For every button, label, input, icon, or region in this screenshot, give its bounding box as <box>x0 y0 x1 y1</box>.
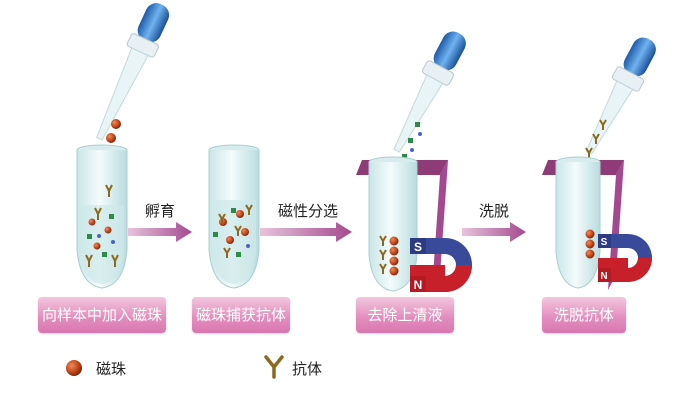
step-4-label: 洗脱抗体 <box>542 297 626 333</box>
captured-beads-icon <box>585 229 595 259</box>
step-1-label: 向样本中加入磁珠 <box>38 297 166 333</box>
eluted-antibody-icon <box>585 119 607 158</box>
legend-antibody-label: 抗体 <box>292 360 323 378</box>
stage-3-remove-supernatant: S N <box>356 31 472 292</box>
process-arrow-2 <box>260 222 352 242</box>
arrow-3-label: 洗脱 <box>478 202 509 220</box>
dropper-icon <box>393 31 466 153</box>
stage-2-capture <box>208 144 260 289</box>
tube-icon <box>368 156 418 292</box>
north-pole-label: N <box>600 271 607 282</box>
north-pole-label: N <box>414 278 423 292</box>
south-pole-label: S <box>414 240 422 254</box>
south-pole-label: S <box>601 237 608 248</box>
dropper-icon <box>585 37 656 155</box>
tube-icon <box>208 144 260 289</box>
legend-bead-icon <box>66 360 82 376</box>
tube-icon <box>555 156 601 289</box>
horseshoe-magnet-icon: S N <box>598 234 652 282</box>
captured-beads-icon <box>379 235 399 276</box>
arrow-1-label: 孵育 <box>144 202 175 220</box>
bead-antibody-complex-icon <box>213 204 253 258</box>
arrow-2-label: 磁性分选 <box>277 202 338 220</box>
stage-1-add-beads <box>76 3 170 289</box>
mixture-icon <box>85 184 119 267</box>
dropper-icon <box>95 3 170 141</box>
stage-4-elution: S N <box>542 37 656 290</box>
step-3-label: 去除上清液 <box>356 297 454 333</box>
legend-antibody-icon <box>264 355 284 379</box>
legend-bead-label: 磁珠 <box>96 360 127 378</box>
tube-icon <box>76 144 128 289</box>
step-2-label: 磁珠捕获抗体 <box>192 297 290 333</box>
horseshoe-magnet-icon: S N <box>410 238 472 292</box>
process-arrow-1 <box>128 222 192 242</box>
supernatant-particles-icon <box>402 122 422 159</box>
process-arrow-3 <box>462 222 526 242</box>
